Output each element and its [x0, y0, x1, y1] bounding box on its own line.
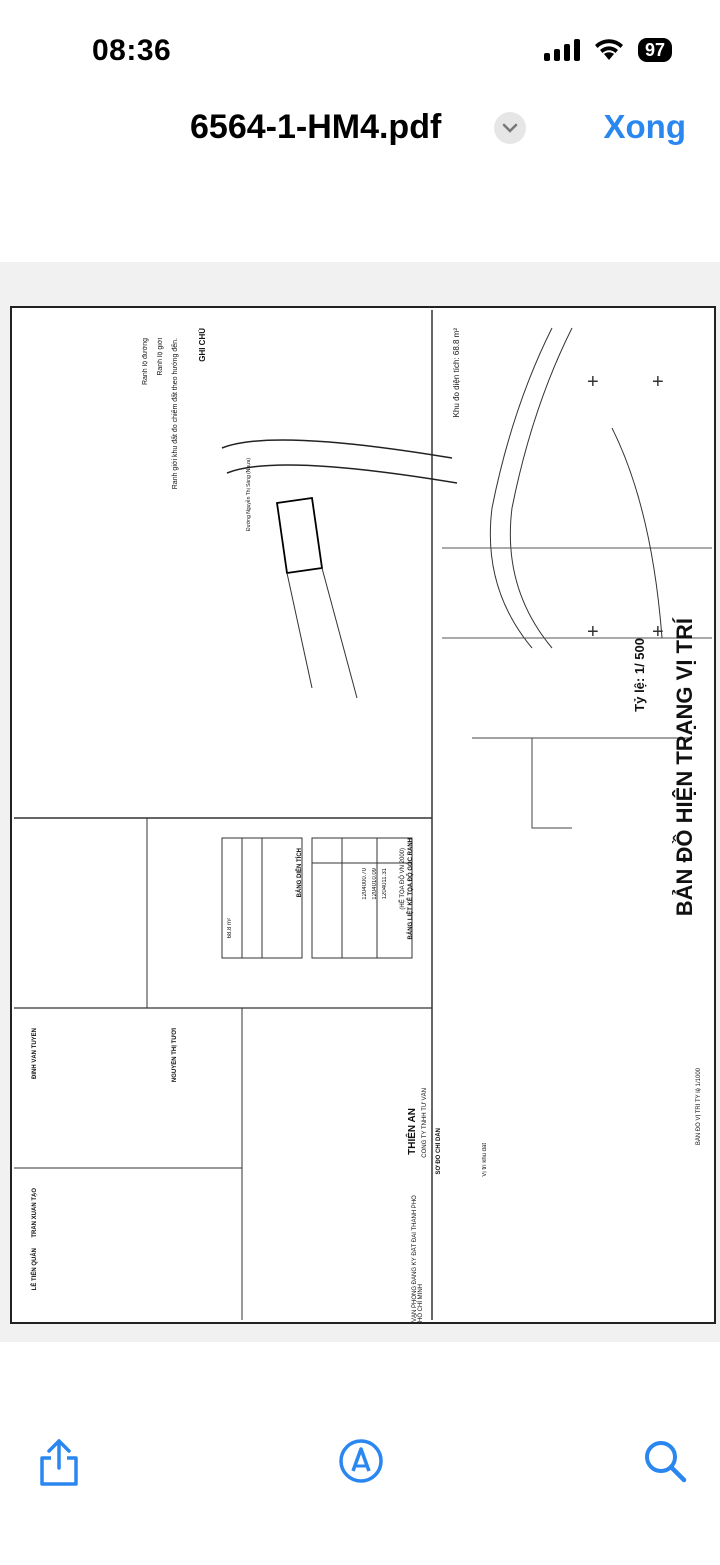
legend-title: GHI CHÚ: [198, 328, 207, 362]
markup-icon: [339, 1439, 383, 1483]
company-name: THIÊN AN: [407, 1108, 418, 1155]
coord-table-row: 1204000.70: [362, 868, 368, 900]
search-icon: [645, 1441, 687, 1483]
legend-item: Ranh giới khu đất đo chiếm đất theo hướn…: [172, 338, 179, 490]
overview-title: BẢN ĐỒ VỊ TRÍ TỶ lệ 1/1000: [696, 1068, 702, 1146]
share-icon: [40, 1439, 78, 1486]
pdf-viewer[interactable]: + + + + BẢN ĐỒ HIỆN TRẠNG VỊ TRÍ Tỷ lệ: …: [0, 262, 720, 1342]
status-time: 08:36: [92, 34, 172, 67]
signer-name: ĐINH VĂN TUYỂN: [32, 1028, 38, 1080]
map-scale: Tỷ lệ: 1/ 500: [632, 638, 647, 712]
drawing-frame: + + + +: [14, 310, 712, 1320]
coord-table-sub: (HỆ TỌA ĐỘ VN 2000): [400, 848, 406, 910]
svg-text:+: +: [652, 621, 664, 643]
nav-bar: 6564-1-HM4.pdf Xong: [0, 100, 720, 160]
legend-item: Ranh lộ giới: [157, 338, 164, 376]
area-table-total: 68.8 m²: [227, 918, 233, 939]
area-table-title: BẢNG DIỆN TÍCH: [297, 848, 303, 898]
bottom-toolbar: [0, 1420, 720, 1530]
svg-text:+: +: [652, 371, 664, 393]
battery-icon: 97: [637, 38, 672, 62]
company-line: CÔNG TY TNHH TƯ VẤN: [422, 1088, 428, 1158]
location-map-title: SƠ ĐỒ CHỈ DẪN: [436, 1128, 442, 1175]
search-button[interactable]: [642, 1438, 688, 1484]
svg-text:+: +: [587, 371, 599, 393]
status-bar: 08:36 97: [0, 0, 720, 100]
cellular-signal-icon: [543, 39, 580, 61]
map-area-total: Khu đo diện tích: 68.8 m²: [452, 328, 461, 418]
chevron-down-icon: [502, 123, 518, 133]
street-label: Đường Nguyễn Thị Sáng (Nhựa): [246, 458, 252, 531]
title-menu-button[interactable]: [494, 112, 526, 144]
markup-button[interactable]: [338, 1438, 384, 1484]
done-button[interactable]: Xong: [603, 108, 686, 145]
office-name: VĂN PHÒNG ĐĂNG KÝ ĐẤT ĐAI THÀNH PHỐ HỒ C…: [412, 1195, 424, 1322]
share-button[interactable]: [36, 1438, 82, 1486]
wifi-icon: [594, 39, 623, 60]
document-title[interactable]: 6564-1-HM4.pdf: [190, 108, 442, 146]
coord-table-row: 1204011.31: [382, 868, 388, 900]
signer-name: TRẦN XUÂN TẠO: [32, 1188, 38, 1238]
legend-item: Ranh lộ đường: [142, 338, 149, 386]
pdf-page: + + + + BẢN ĐỒ HIỆN TRẠNG VỊ TRÍ Tỷ lệ: …: [10, 306, 716, 1324]
map-main-title: BẢN ĐỒ HIỆN TRẠNG VỊ TRÍ: [672, 618, 697, 917]
signer-name: NGUYỄN THỊ TƯƠI: [172, 1028, 178, 1083]
signer-name: LÊ TIẾN QUÂN: [32, 1248, 38, 1291]
location-map-label: Vị trí khu đất: [482, 1143, 488, 1177]
status-icons: 97: [543, 38, 672, 62]
coord-table-title: BẢNG LIỆT KÊ TỌA ĐỘ GÓC RANH: [408, 838, 414, 940]
svg-text:+: +: [587, 621, 599, 643]
coord-table-row: 1204010.09: [372, 868, 378, 900]
